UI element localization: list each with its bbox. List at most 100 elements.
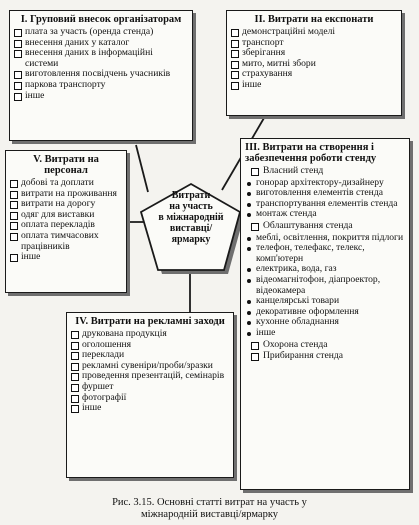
- list-item: зберігання: [231, 47, 397, 59]
- list-item-label: інше: [242, 78, 262, 90]
- checkbox-icon: [231, 29, 239, 37]
- bullet-item: виготовлення елементів стенда: [245, 187, 405, 199]
- checkbox-icon: [231, 50, 239, 59]
- bullet-item: відеомагнітофон, діапроектор, відеокамер…: [245, 273, 405, 296]
- list-item-label: одяг для виставки: [21, 208, 95, 220]
- list-item: одяг для виставки: [10, 208, 122, 221]
- checkbox-icon: [251, 168, 259, 176]
- list-item-label: фуршет: [82, 380, 114, 392]
- bullet-label: електрика, вода, газ: [256, 263, 337, 275]
- list-item-label: переклади: [82, 349, 125, 361]
- section-header: Охорона стенда: [245, 339, 405, 351]
- list-item-label: рекламні сувеніри/проби/зразки: [82, 359, 213, 371]
- list-item: внесення даних в інформаційні системи: [14, 47, 188, 69]
- bullet-icon: [247, 247, 251, 252]
- list-item: демонстраційні моделі: [231, 26, 397, 38]
- list-item-label: інше: [25, 89, 45, 101]
- section-header: Власний стенд: [245, 165, 405, 177]
- bullet-item: канцелярські товари: [245, 295, 405, 307]
- bullet-icon: [247, 213, 251, 218]
- box-group-fee: І. Груповий внесок організаторам плата з…: [9, 10, 193, 141]
- bullet-label: меблі, освітлення, покриття підлоги: [256, 231, 404, 243]
- list-item-label: оголошення: [82, 338, 132, 350]
- checkbox-icon: [10, 211, 18, 220]
- checkbox-icon: [71, 373, 79, 382]
- list-item-label: витрати на проживання: [21, 187, 117, 199]
- checkbox-icon: [14, 39, 22, 48]
- list-item-label: інше: [21, 251, 41, 263]
- list-item-label: оплата перекладів: [21, 219, 95, 231]
- section-label: Прибирання стенда: [263, 350, 343, 362]
- list-item: фотографії: [71, 392, 229, 404]
- list-item: оплата тимчасових працівників: [10, 229, 122, 252]
- list-item: оголошення: [71, 338, 229, 351]
- bullet-label: декоративне оформлення: [256, 305, 359, 317]
- checkbox-icon: [10, 180, 18, 188]
- bullet-icon: [247, 268, 251, 273]
- box-stand-creation: ІІІ. Витрати на створення і забезпечення…: [240, 138, 410, 490]
- list-item-label: оплата тимчасових працівників: [21, 229, 99, 252]
- list-item-label: зберігання: [242, 47, 286, 59]
- checkbox-icon: [71, 362, 79, 371]
- checkbox-icon: [14, 92, 22, 101]
- list-item: виготовлення посвідчень учасників: [14, 69, 188, 80]
- box-personnel: V. Витрати на персонал добові та доплати…: [5, 150, 127, 293]
- list-item: плата за участь (оренда стенда): [14, 26, 188, 38]
- list-item: транспорт: [231, 37, 397, 49]
- checkbox-icon: [231, 81, 239, 90]
- bullet-icon: [247, 331, 251, 336]
- list-item-label: добові та доплати: [21, 177, 94, 188]
- bullet-label: гонорар архітектору-дизайнеру: [256, 176, 384, 188]
- checkbox-icon: [10, 190, 18, 199]
- list-item-label: внесення даних в інформаційні системи: [25, 47, 153, 69]
- list-item-label: інше: [82, 402, 102, 414]
- checkbox-icon: [10, 201, 18, 210]
- list-item: фуршет: [71, 380, 229, 393]
- bullet-item: кухонне обладнання: [245, 317, 405, 328]
- section-label: Облаштування стенда: [263, 219, 353, 231]
- bullet-item: інше: [245, 326, 405, 339]
- bullet-icon: [247, 321, 251, 326]
- checkbox-icon: [14, 71, 22, 80]
- checkbox-icon: [251, 353, 259, 362]
- center-label-line: в міжнародній: [158, 212, 224, 223]
- bullet-label: відеомагнітофон, діапроектор, відеокамер…: [256, 273, 381, 296]
- bullet-icon: [247, 192, 251, 197]
- checkbox-icon: [14, 29, 22, 37]
- center-label-line: ярмарку: [171, 234, 211, 245]
- bullet-icon: [247, 300, 251, 305]
- bullet-item: телефон, телефакс, телекс, комп'ютерн: [245, 242, 405, 264]
- checkbox-icon: [71, 352, 79, 361]
- list-item-label: плата за участь (оренда стенда): [25, 26, 154, 37]
- list-item-label: витрати на дорогу: [21, 198, 96, 210]
- list-item-label: виготовлення посвідчень учасників: [25, 68, 171, 80]
- list-item: оплата перекладів: [10, 220, 122, 231]
- bullet-item: меблі, освітлення, покриття підлоги: [245, 231, 405, 244]
- bullet-label: інше: [256, 326, 276, 338]
- checkbox-icon: [14, 50, 22, 59]
- checkbox-icon: [71, 331, 79, 339]
- bullet-item: транспортування елементів стенда: [245, 198, 405, 210]
- connector-box1: [135, 144, 149, 193]
- bullet-item: електрика, вода, газ: [245, 264, 405, 275]
- list-item: друкована продукція: [71, 328, 229, 340]
- list-item: внесення даних у каталог: [14, 37, 188, 49]
- bullet-icon: [247, 236, 251, 241]
- list-item: витрати на дорогу: [10, 198, 122, 210]
- list-item-label: демонстраційні моделі: [242, 26, 336, 37]
- checkbox-icon: [71, 341, 79, 350]
- list-item: переклади: [71, 349, 229, 361]
- bullet-item: декоративне оформлення: [245, 305, 405, 318]
- bullet-item: гонорар архітектору-дизайнеру: [245, 176, 405, 189]
- bullet-label: кухонне обладнання: [256, 316, 339, 328]
- bullet-label: канцелярські товари: [256, 295, 340, 307]
- box-title: ІІ. Витрати на експонати: [254, 14, 374, 25]
- checkbox-icon: [231, 60, 239, 69]
- center-pentagon: [139, 182, 242, 271]
- center-label-line: виставці/: [169, 223, 213, 234]
- checkbox-icon: [231, 71, 239, 80]
- box-advertising: IV. Витрати на рекламні заходи друкована…: [66, 312, 234, 478]
- list-item-label: страхування: [242, 68, 293, 80]
- box-title: ІІІ. Витрати на створення і забезпечення…: [245, 142, 377, 164]
